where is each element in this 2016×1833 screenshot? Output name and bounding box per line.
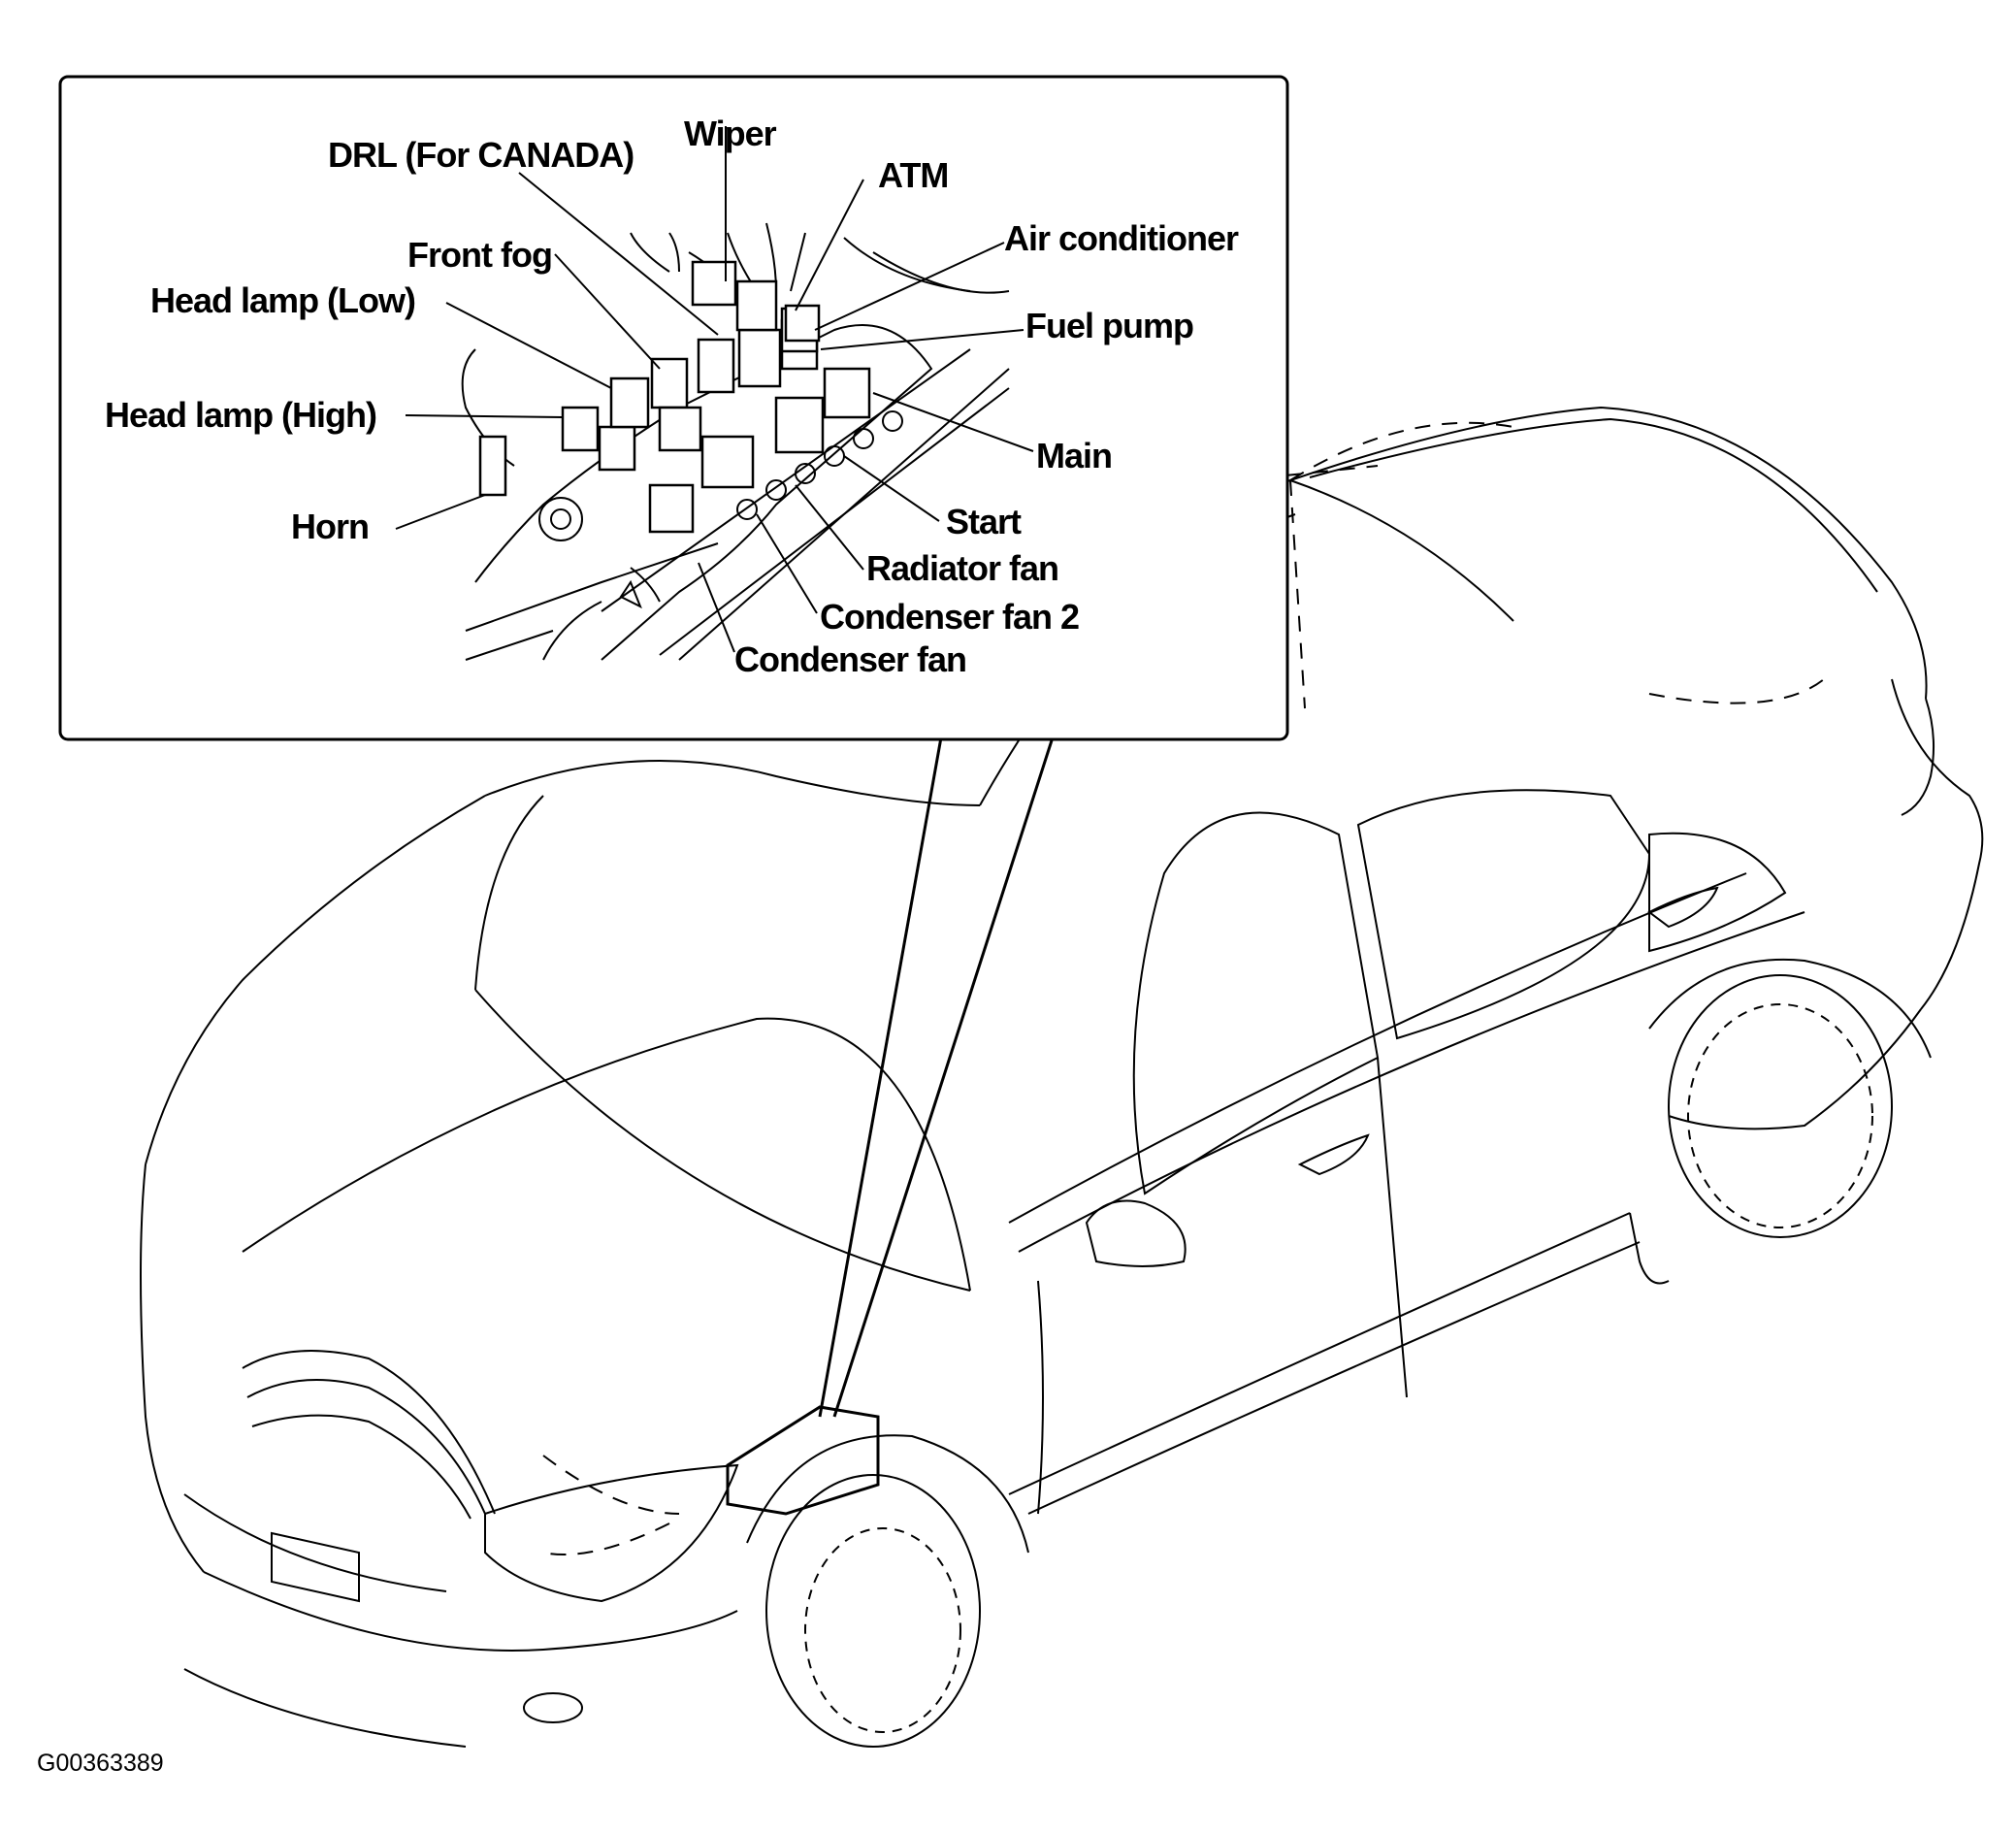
label-drl: DRL (For CANADA) [328, 135, 634, 175]
label-condenser-fan: Condenser fan [734, 639, 966, 679]
label-main: Main [1036, 436, 1112, 475]
figure-code: G00363389 [37, 1750, 164, 1777]
label-head-lamp-low: Head lamp (Low) [150, 280, 415, 320]
label-condenser-fan-2: Condenser fan 2 [820, 597, 1079, 637]
label-radiator-fan: Radiator fan [866, 548, 1058, 588]
relay-box-location-icon [726, 1405, 880, 1516]
callout-leader [818, 465, 1379, 1418]
label-wiper: Wiper [684, 114, 777, 153]
label-atm: ATM [878, 155, 948, 195]
label-leaders [395, 126, 1034, 653]
label-front-fog: Front fog [407, 235, 552, 275]
label-head-lamp-high: Head lamp (High) [105, 395, 376, 435]
label-start: Start [946, 502, 1022, 541]
label-fuel-pump: Fuel pump [1025, 306, 1193, 345]
engine-relay-box-icon [461, 222, 1010, 661]
label-horn: Horn [291, 507, 369, 546]
label-air-conditioner: Air conditioner [1004, 218, 1239, 258]
